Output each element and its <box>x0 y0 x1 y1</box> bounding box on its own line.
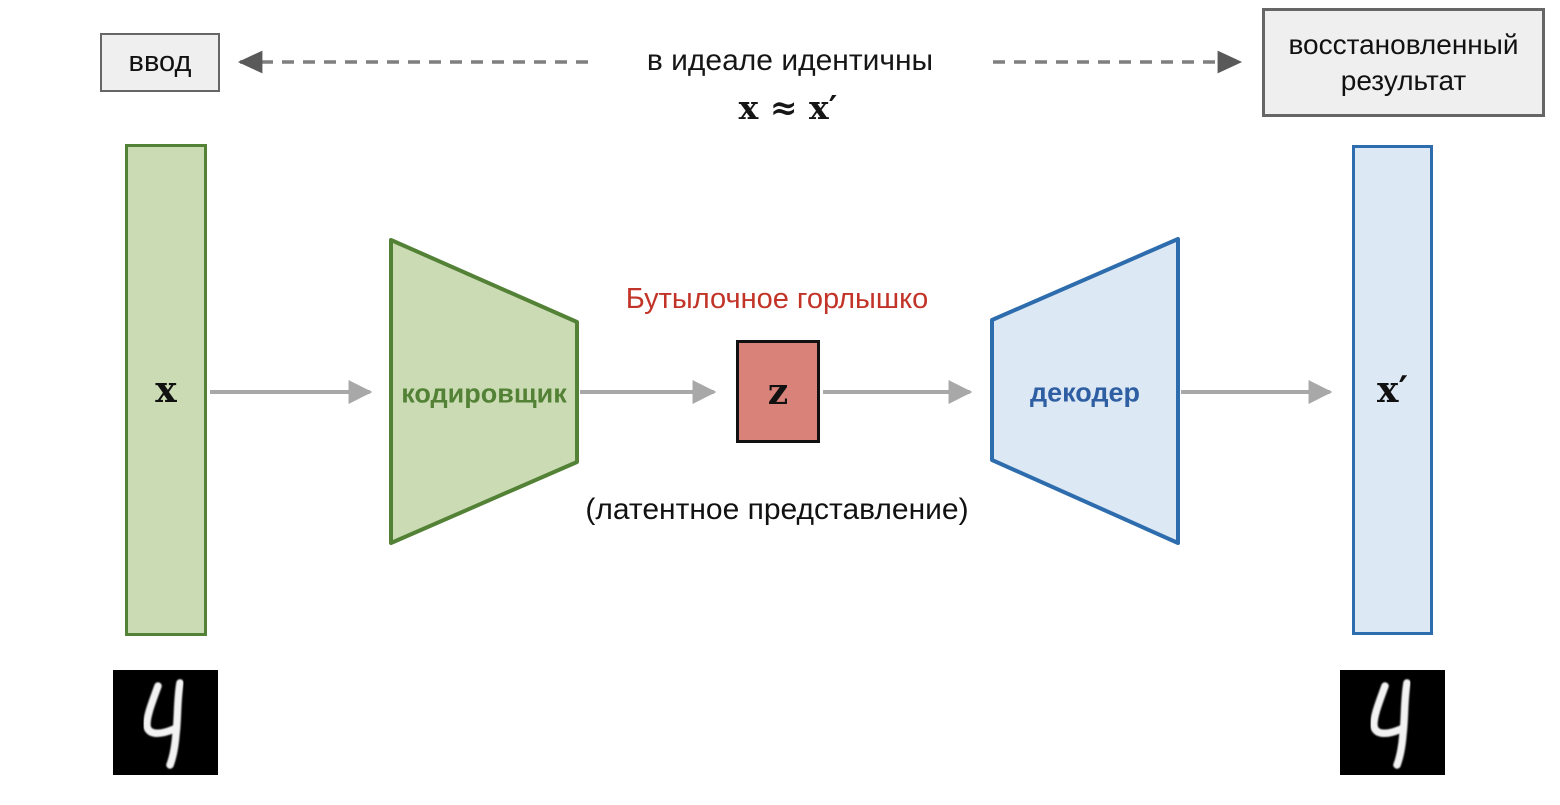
encoder-label: кодировщик <box>401 378 567 409</box>
ideally-identical-label: в идеале идентичны <box>646 44 934 77</box>
mnist-digit-input <box>113 670 218 775</box>
result-label-line2: результат <box>1340 64 1467 96</box>
input-label-box: ввод <box>100 33 220 92</box>
handwritten-4-icon <box>1370 679 1411 769</box>
latent-representation-label: (латентное представление) <box>585 493 969 526</box>
encoder-trapezoid <box>389 238 579 545</box>
input-vector-label: x <box>155 369 177 411</box>
x-approx-xprime-formula: x ≈ x′ <box>738 88 838 127</box>
decoder-trapezoid <box>990 237 1180 545</box>
result-label-line1: восстановленный <box>1288 28 1519 60</box>
input-vector: x <box>125 144 207 636</box>
result-label-box: восстановленный результат <box>1262 8 1545 117</box>
result-label: восстановленный результат <box>1288 27 1518 99</box>
output-vector-label: x′ <box>1377 369 1408 411</box>
latent-z-box: z <box>736 340 820 443</box>
input-label: ввод <box>128 46 192 78</box>
latent-z-label: z <box>767 370 789 413</box>
output-vector: x′ <box>1352 145 1433 635</box>
decoder-label: декодер <box>1029 377 1141 408</box>
mnist-digit-output <box>1340 670 1445 775</box>
bottleneck-title: Бутылочное горлышко <box>625 283 929 315</box>
handwritten-4-icon <box>143 679 184 769</box>
